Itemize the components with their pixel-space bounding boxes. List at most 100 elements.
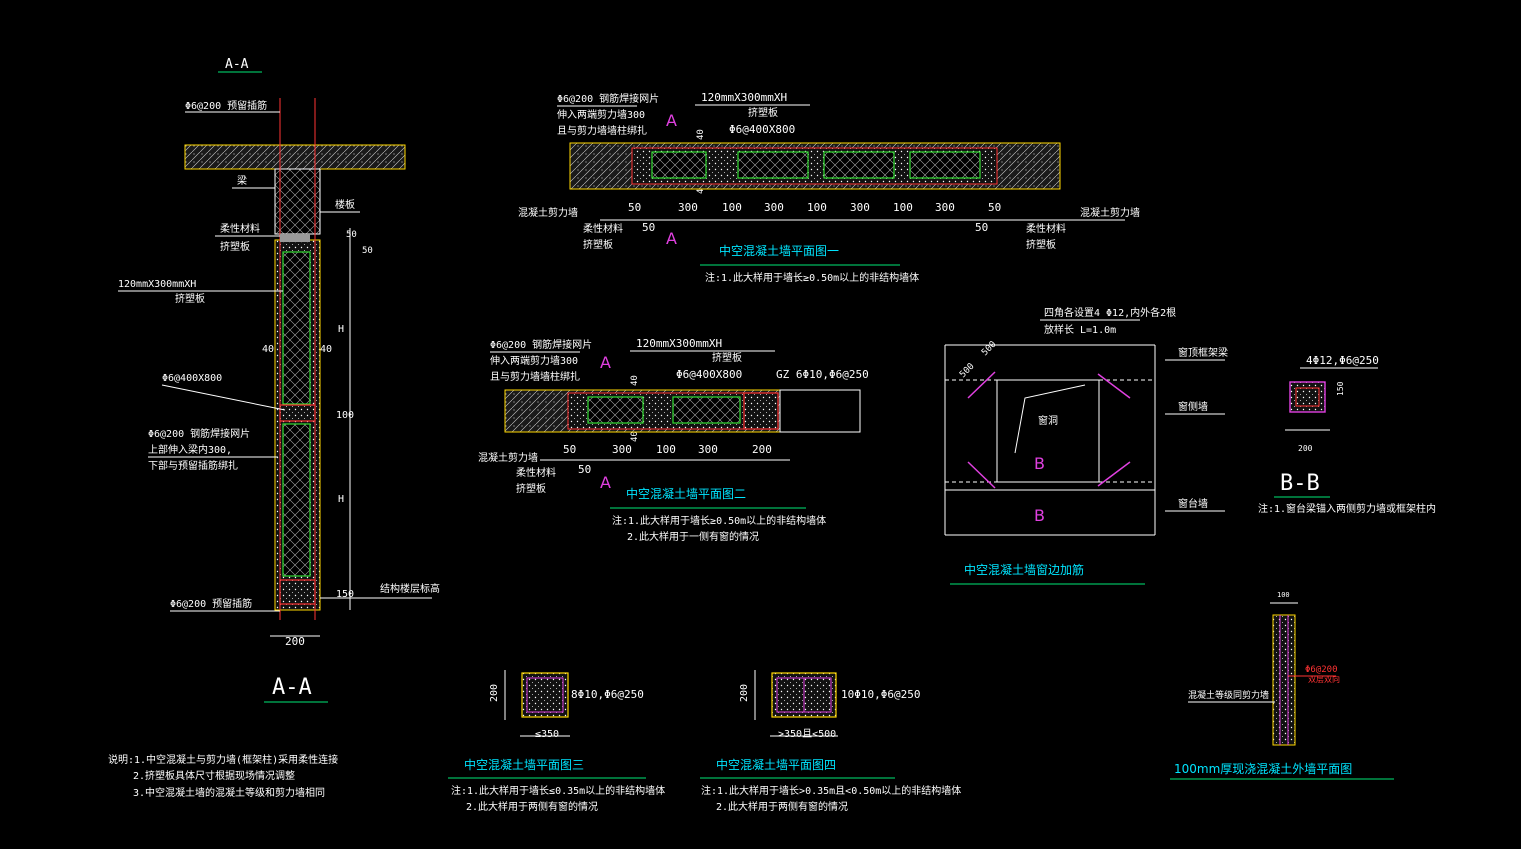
svg-text:200: 200 [739, 684, 750, 702]
svg-text:挤塑板: 挤塑板 [712, 351, 742, 364]
window-detail-title: 中空混凝土墙窗边加筋 [964, 562, 1084, 577]
svg-text:50: 50 [975, 221, 988, 234]
svg-text:150: 150 [1336, 381, 1345, 396]
svg-text:100: 100 [336, 410, 354, 421]
svg-text:四角各设置4 Φ12,内外各2根: 四角各设置4 Φ12,内外各2根 [1044, 306, 1176, 319]
svg-text:120mmX300mmXH: 120mmX300mmXH [701, 91, 787, 104]
svg-text:上部伸入梁内300,: 上部伸入梁内300, [148, 443, 232, 456]
svg-text:H: H [338, 494, 344, 505]
svg-text:楼板: 楼板 [335, 198, 355, 211]
plan1-dim-0: 50 [628, 201, 641, 214]
svg-text:2.此大样用于两侧有窗的情况: 2.此大样用于两侧有窗的情况 [716, 800, 848, 813]
svg-text:Φ6@400X800: Φ6@400X800 [729, 123, 795, 136]
svg-text:混凝土剪力墙: 混凝土剪力墙 [478, 451, 538, 464]
wall100-title: 100mm厚现浇混凝土外墙平面图 [1174, 761, 1352, 776]
svg-text:挤塑板: 挤塑板 [583, 238, 613, 251]
svg-text:窗侧墙: 窗侧墙 [1178, 400, 1208, 413]
svg-text:Φ6@400X800: Φ6@400X800 [162, 373, 222, 384]
plan1-dim-3: 300 [764, 201, 784, 214]
plan-1: Φ6@200 钢筋焊接网片 伸入两端剪力墙300 且与剪力墙墙柱绑扎 120mm… [518, 91, 1140, 284]
svg-text:A: A [666, 229, 677, 248]
svg-text:注:1.窗台梁锚入两侧剪力墙或框架柱内: 注:1.窗台梁锚入两侧剪力墙或框架柱内 [1258, 502, 1436, 515]
svg-text:A: A [666, 111, 677, 130]
svg-text:窗洞: 窗洞 [1038, 414, 1058, 427]
svg-text:Φ6@200: Φ6@200 [1305, 665, 1338, 675]
svg-text:10Φ10,Φ6@250: 10Φ10,Φ6@250 [841, 688, 920, 701]
svg-text:挤塑板: 挤塑板 [516, 482, 546, 495]
svg-text:H: H [338, 324, 344, 335]
svg-text:注:1.此大样用于墙长≥0.50m以上的非结构墙体: 注:1.此大样用于墙长≥0.50m以上的非结构墙体 [705, 271, 919, 284]
plan-3: 200 8Φ10,Φ6@250 ≤350 中空混凝土墙平面图三 注:1.此大样用… [448, 670, 665, 813]
svg-text:B: B [1034, 454, 1045, 473]
plan2-dim-0: 50 [563, 443, 576, 456]
svg-text:100: 100 [1277, 591, 1290, 599]
svg-text:3.中空混凝土墙的混凝土等级和剪力墙相同: 3.中空混凝土墙的混凝土等级和剪力墙相同 [133, 786, 325, 799]
plan1-title: 中空混凝土墙平面图一 [719, 243, 839, 258]
plan2-dim-1: 300 [612, 443, 632, 456]
svg-text:注:1.此大样用于墙长≤0.35m以上的非结构墙体: 注:1.此大样用于墙长≤0.35m以上的非结构墙体 [451, 784, 665, 797]
svg-text:50: 50 [642, 221, 655, 234]
svg-text:500: 500 [958, 362, 977, 381]
svg-text:挤塑板: 挤塑板 [1026, 238, 1056, 251]
svg-text:2.此大样用于两侧有窗的情况: 2.此大样用于两侧有窗的情况 [466, 800, 598, 813]
svg-text:挤塑板: 挤塑板 [220, 240, 250, 253]
wall-100: 100 Φ6@200 双层双向 混凝土等级同剪力墙 100mm厚现浇混凝土外墙平… [1170, 591, 1394, 780]
aa-beam [274, 168, 321, 235]
plan2-title: 中空混凝土墙平面图二 [626, 486, 746, 501]
aa-bottom-label: A-A [272, 675, 312, 700]
aa-block-1 [282, 251, 311, 405]
svg-text:挤塑板: 挤塑板 [175, 292, 205, 305]
svg-text:4Φ12,Φ6@250: 4Φ12,Φ6@250 [1306, 354, 1379, 367]
svg-text:挤塑板: 挤塑板 [748, 106, 778, 119]
aa-slab [184, 144, 406, 170]
svg-text:B-B: B-B [1280, 471, 1320, 496]
svg-text:Φ6@200 钢筋焊接网片: Φ6@200 钢筋焊接网片 [490, 338, 592, 351]
svg-text:40: 40 [262, 344, 274, 355]
plan1-dim-4: 100 [807, 201, 827, 214]
svg-text:柔性材料: 柔性材料 [583, 222, 623, 235]
svg-text:B: B [1034, 506, 1045, 525]
svg-text:50: 50 [362, 246, 373, 256]
svg-text:注:1.此大样用于墙长≥0.50m以上的非结构墙体: 注:1.此大样用于墙长≥0.50m以上的非结构墙体 [612, 514, 826, 527]
svg-text:8Φ10,Φ6@250: 8Φ10,Φ6@250 [571, 688, 644, 701]
svg-text:A: A [600, 353, 611, 372]
svg-text:200: 200 [1298, 444, 1313, 453]
svg-text:GZ 6Φ10,Φ6@250: GZ 6Φ10,Φ6@250 [776, 368, 869, 381]
aa-top-label: A-A [225, 57, 249, 72]
svg-text:120mmX300mmXH: 120mmX300mmXH [118, 279, 196, 290]
svg-text:且与剪力墙墙柱绑扎: 且与剪力墙墙柱绑扎 [490, 370, 580, 383]
svg-text:混凝土等级同剪力墙: 混凝土等级同剪力墙 [1188, 689, 1269, 701]
plan2-dim-4: 200 [752, 443, 772, 456]
plan1-dim-5: 300 [850, 201, 870, 214]
plan2-dim-3: 300 [698, 443, 718, 456]
svg-text:500: 500 [980, 340, 999, 359]
svg-text:200: 200 [285, 635, 305, 648]
plan3-title: 中空混凝土墙平面图三 [464, 757, 584, 772]
svg-text:下部与预留插筋绑扎: 下部与预留插筋绑扎 [148, 459, 238, 472]
svg-text:伸入两端剪力墙300: 伸入两端剪力墙300 [490, 354, 578, 367]
plan1-dim-2: 100 [722, 201, 742, 214]
section-bb: 4Φ12,Φ6@250 150 200 B-B 注:1.窗台梁锚入两侧剪力墙或框… [1258, 354, 1436, 515]
plan2-dim-row: 50 300 100 300 200 [563, 443, 772, 456]
svg-text:柔性材料: 柔性材料 [516, 466, 556, 479]
plan4-title: 中空混凝土墙平面图四 [716, 757, 836, 772]
plan1-dim-6: 100 [893, 201, 913, 214]
svg-text:说明:1.中空混凝土与剪力墙(框架柱)采用柔性连接: 说明:1.中空混凝土与剪力墙(框架柱)采用柔性连接 [108, 753, 338, 766]
svg-text:40: 40 [630, 375, 640, 386]
svg-text:40: 40 [320, 344, 332, 355]
svg-text:伸入两端剪力墙300: 伸入两端剪力墙300 [557, 108, 645, 121]
svg-text:双层双向: 双层双向 [1308, 674, 1340, 684]
plan2-dim-2: 100 [656, 443, 676, 456]
svg-text:柔性材料: 柔性材料 [220, 222, 260, 235]
plan-4: 200 10Φ10,Φ6@250 >350且<500 中空混凝土墙平面图四 注:… [700, 670, 961, 813]
svg-text:2.此大样用于一侧有窗的情况: 2.此大样用于一侧有窗的情况 [627, 530, 759, 543]
svg-text:放样长 L=1.0m: 放样长 L=1.0m [1044, 323, 1116, 336]
svg-text:A: A [600, 473, 611, 492]
svg-text:Φ6@400X800: Φ6@400X800 [676, 368, 742, 381]
svg-text:Φ6@200 预留插筋: Φ6@200 预留插筋 [185, 99, 267, 112]
aa-block-2 [282, 423, 311, 577]
svg-text:120mmX300mmXH: 120mmX300mmXH [636, 337, 722, 350]
svg-text:>350且<500: >350且<500 [778, 728, 836, 740]
